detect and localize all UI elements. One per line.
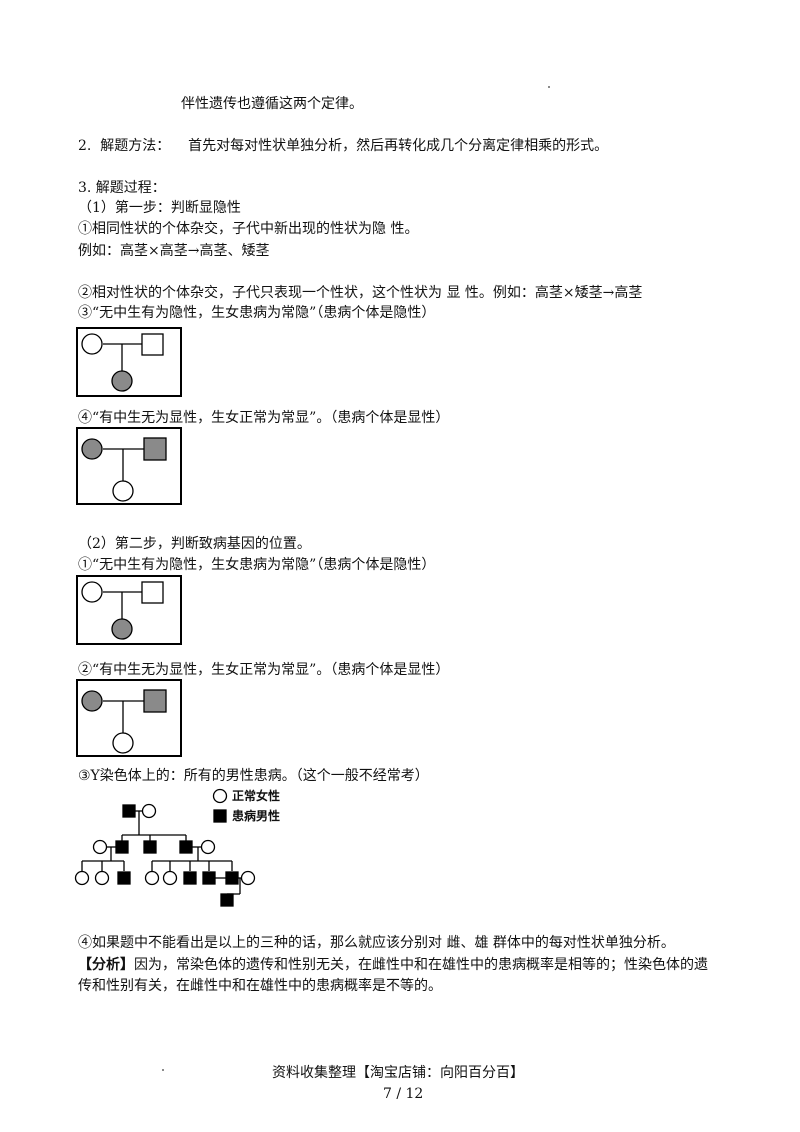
g3-female-normal [74,870,90,886]
analysis-text-1: 因为，常染色体的遗传和性别无关，在雌性中和在雄性中的患病概率是相等的；性染色体的… [134,957,708,973]
pedigree-recessive-2 [76,575,182,645]
g3-male-affected [225,871,239,885]
g3-female-normal [162,870,178,886]
g2-female-normal [92,839,108,855]
method-number: 2. [78,138,92,154]
g3-female-normal [94,870,110,886]
rule-1: ①相同性状的个体杂交，子代中新出现的性状为隐 性。 [78,221,419,237]
g1-male-affected [122,804,136,818]
step1-heading: （1）第一步：判断显隐性 [78,200,241,216]
child-female-affected [111,618,133,640]
g3-male-affected [183,871,197,885]
parent-male-affected [143,437,167,461]
g2-male-affected [179,840,193,854]
y-linked-pedigree [74,788,256,907]
parent-female-normal [81,333,103,355]
stray-dot [162,1069,164,1071]
legend-female-label: 正常女性 [232,789,281,803]
method-text: 首先对每对性状单独分析，然后再转化成几个分离定律相乘的形式。 [188,138,609,154]
g2-male-affected [143,840,157,854]
method-label: 解题方法： [100,138,171,154]
g2-male-affected [115,840,129,854]
child-female-normal [112,480,134,502]
g3-female-normal [240,870,256,886]
rule-3: ③“无中生有为隐性，生女患病为常隐”（患病个体是隐性） [78,305,436,321]
rule-4: ④“有中生无为显性，生女正常为常显”。（患病个体是显性） [78,410,450,426]
analysis-line-1: 【分析】因为，常染色体的遗传和性别无关，在雌性中和在雄性中的患病概率是相等的；性… [78,956,708,974]
rule-7: ③Y染色体上的：所有的男性患病。（这个一般不经常考） [78,768,429,784]
method-heading: 2. 解题方法： 首先对每对性状单独分析，然后再转化成几个分离定律相乘的形式。 [78,137,608,155]
pedigree-dominant-1 [76,427,182,505]
stray-dot [548,86,550,88]
g4-male-affected [220,893,234,907]
parent-female-normal [81,581,103,603]
pedigree-dominant-2 [76,679,182,757]
example-1: 例如：高茎×高茎→高茎、矮茎 [78,243,270,259]
page-number: 7 / 12 [383,1086,424,1102]
g2-female-normal [200,839,216,855]
step2-heading: （2）第二步，判断致病基因的位置。 [78,536,311,552]
child-female-normal [112,732,134,754]
rule-6: ②“有中生无为显性，生女正常为常显”。（患病个体是显性） [78,662,450,678]
parent-female-affected [81,438,103,460]
g3-female-normal [144,870,160,886]
text-line-1: 伴性遗传也遵循这两个定律。 [181,96,363,112]
rule-5: ①“无中生有为隐性，生女患病为常隐”（患病个体是隐性） [78,557,436,573]
legend-male-label: 患病男性 [232,809,281,823]
parent-male-normal [141,333,164,356]
child-female-affected [111,370,133,392]
g1-female-normal [141,803,157,819]
legend-female-icon [212,788,228,804]
pedigree-recessive-1 [76,327,182,397]
parent-male-normal [141,581,164,604]
process-heading: 3. 解题过程： [78,180,166,196]
parent-female-affected [81,690,103,712]
g3-male-affected [202,871,216,885]
g3-male-affected [117,871,131,885]
legend-male-icon [213,809,227,823]
parent-male-affected [143,689,167,713]
footer-source: 资料收集整理【淘宝店铺：向阳百分百】 [272,1065,524,1081]
analysis-line-2: 传和性别有关，在雌性中和在雄性中的患病概率是不等的。 [78,978,442,994]
rule-8: ④如果题中不能看出是以上的三种的话，那么就应该分别对 雌、雄 群体中的每对性状单… [78,935,675,951]
rule-2: ②相对性状的个体杂交，子代只表现一个性状，这个性状为 显 性。例如：高茎×矮茎→… [78,285,643,301]
analysis-label: 【分析】 [78,957,134,973]
